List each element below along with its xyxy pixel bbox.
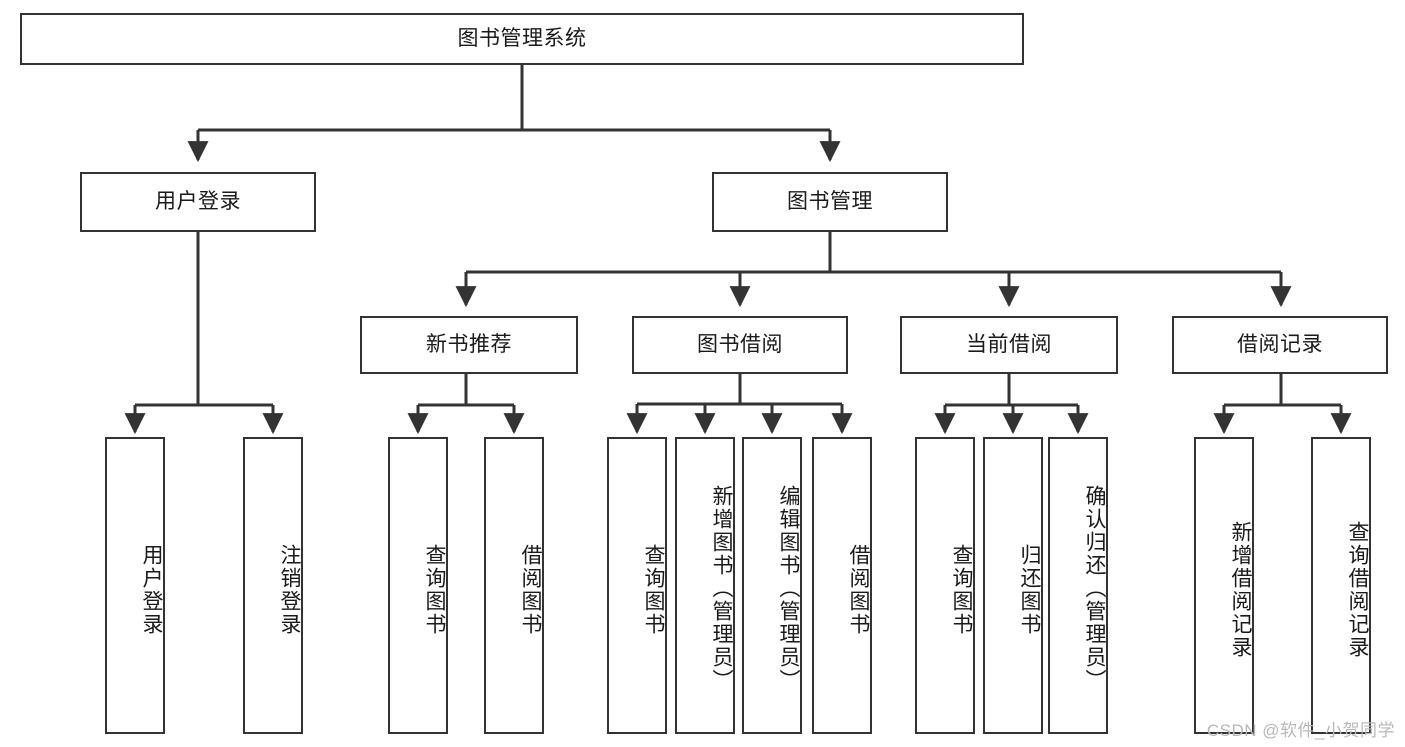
node-label: 新书推荐	[426, 333, 512, 357]
node-leaf-query-book-current[interactable]: 查询图书	[915, 437, 975, 734]
node-label: 查询图书	[642, 543, 665, 636]
node-label: 图书管理	[787, 190, 873, 214]
node-borrow-record[interactable]: 借阅记录	[1172, 316, 1388, 374]
node-label: 图书借阅	[697, 333, 783, 357]
node-leaf-borrow-book-recommend[interactable]: 借阅图书	[484, 437, 544, 734]
node-new-book-recommend[interactable]: 新书推荐	[360, 316, 578, 374]
node-label: 新增借阅记录	[1229, 520, 1252, 659]
node-label: 图书管理系统	[457, 27, 587, 51]
node-label: 借阅图书	[847, 543, 870, 636]
node-label: 注销登录	[278, 543, 301, 636]
node-label: 借阅图书	[519, 543, 542, 636]
node-leaf-edit-book[interactable]: 编辑图书（管理员）	[742, 437, 802, 734]
node-leaf-confirm-return[interactable]: 确认归还（管理员）	[1048, 437, 1108, 734]
node-label: 查询图书	[423, 543, 446, 636]
node-leaf-logout-login[interactable]: 注销登录	[243, 437, 303, 734]
node-leaf-add-borrow-record[interactable]: 新增借阅记录	[1194, 437, 1254, 734]
node-leaf-query-book-recommend[interactable]: 查询图书	[388, 437, 448, 734]
node-leaf-return-book[interactable]: 归还图书	[983, 437, 1043, 734]
node-leaf-query-book-borrow[interactable]: 查询图书	[607, 437, 667, 734]
node-book-management-system[interactable]: 图书管理系统	[20, 13, 1024, 65]
node-user-login[interactable]: 用户登录	[80, 172, 316, 232]
node-label: 当前借阅	[966, 333, 1052, 357]
node-leaf-user-login[interactable]: 用户登录	[105, 437, 165, 734]
node-leaf-add-book[interactable]: 新增图书（管理员）	[675, 437, 735, 734]
node-label: 编辑图书（管理员）	[777, 485, 800, 692]
node-book-management[interactable]: 图书管理	[712, 172, 948, 232]
node-label: 确认归还（管理员）	[1083, 485, 1106, 692]
node-label: 用户登录	[140, 543, 163, 636]
node-label: 归还图书	[1018, 543, 1041, 636]
node-book-borrow[interactable]: 图书借阅	[632, 316, 848, 374]
node-label: 新增图书（管理员）	[710, 485, 733, 692]
watermark-text: CSDN @软件_小贺同学	[1206, 721, 1395, 740]
node-leaf-query-borrow-record[interactable]: 查询借阅记录	[1311, 437, 1371, 734]
node-label: 用户登录	[155, 190, 241, 214]
node-label: 查询图书	[950, 543, 973, 636]
node-leaf-borrow-book[interactable]: 借阅图书	[812, 437, 872, 734]
node-current-borrow[interactable]: 当前借阅	[900, 316, 1118, 374]
node-label: 查询借阅记录	[1346, 520, 1369, 659]
node-label: 借阅记录	[1237, 333, 1323, 357]
